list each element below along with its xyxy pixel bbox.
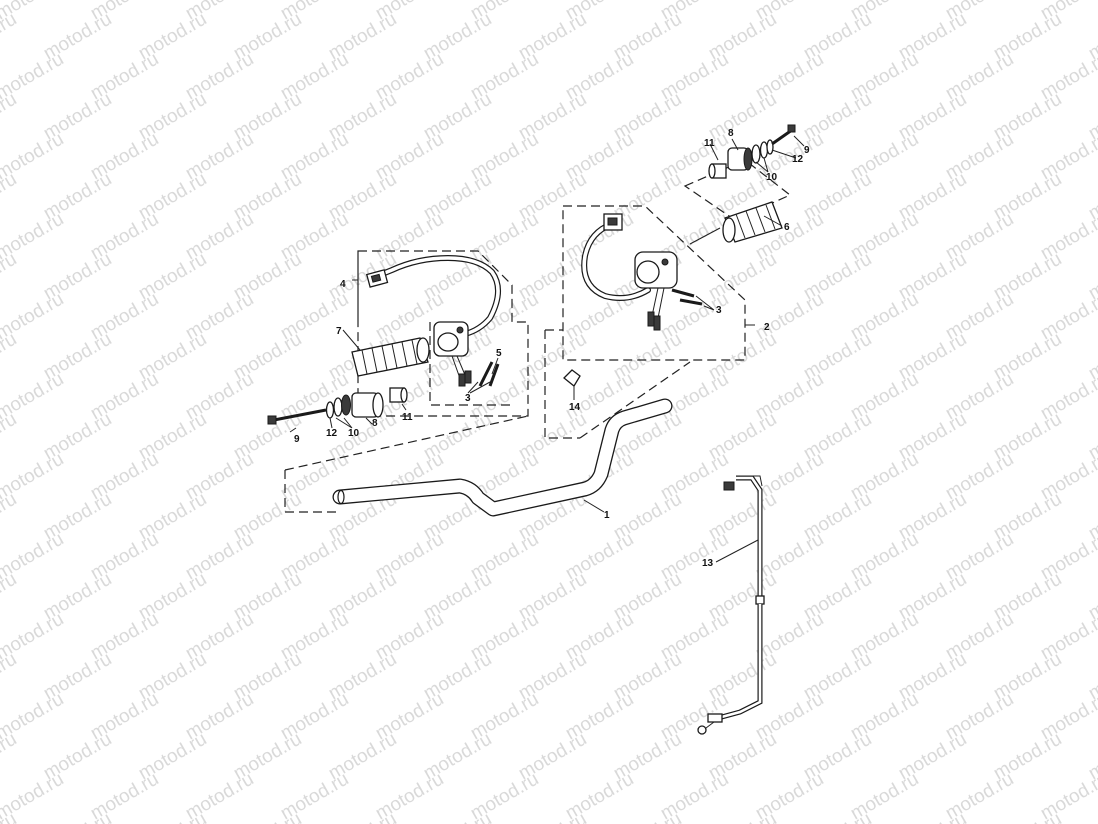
watermark-text: motod.ru [0,169,20,225]
callout-9-right: 9 [804,145,810,156]
watermark-text: motod.ru [0,249,20,305]
callout-12-right: 12 [792,154,804,165]
callout-13: 13 [702,558,714,569]
callout-3-right: 3 [716,305,722,316]
watermark-text: motod.ru [325,809,400,824]
callout-3-left: 3 [465,393,471,404]
watermark-text: motod.ru [990,809,1065,824]
callout-12-left: 12 [326,428,338,439]
callout-labels: 1 2 3 3 4 5 6 7 8 8 9 9 10 10 11 11 12 1… [294,128,810,569]
watermark-text: motod.ru [895,809,970,824]
watermark-text: motod.ru [0,409,20,465]
watermark-text: motod.ru [0,9,20,65]
callout-8-left: 8 [372,418,378,429]
callout-2: 2 [764,322,770,333]
watermark-text: motod.ru [0,729,20,785]
wire-clip [563,369,581,387]
callout-14: 14 [569,402,581,413]
watermark-text: motod.ru [40,809,115,824]
callout-4: 4 [340,279,346,290]
callout-1: 1 [604,510,610,521]
watermark-text: motod.ru [800,809,875,824]
callout-11-right: 11 [704,138,715,149]
callout-5: 5 [496,348,502,359]
left-bar-end-parts [267,387,408,425]
left-switch-assembly [365,254,501,387]
leader-lines [289,135,805,563]
watermark-text: motod.ru [1085,809,1098,824]
callout-10-right: 10 [766,172,778,183]
watermark-text: motod.ru [0,569,20,625]
watermark-text: motod.ru [135,809,210,824]
handlebar-tube [332,398,673,517]
callout-8-right: 8 [728,128,734,139]
callout-7: 7 [336,326,342,337]
watermark-text: motod.ru [515,809,590,824]
watermark-text: motod.ru [420,809,495,824]
watermark-text: motod.ru [610,809,685,824]
right-bar-end-parts [708,124,796,179]
callout-11-left: 11 [402,412,413,423]
watermark-text: motod.ru [0,329,20,385]
callout-6: 6 [784,222,790,233]
watermark-text: motod.ru [230,809,305,824]
callout-9-left: 9 [294,434,300,445]
callout-10-left: 10 [348,428,360,439]
right-switch-assembly [581,213,703,331]
watermark-text: motod.ru [0,89,20,145]
watermark-text: motod.ru [0,649,20,705]
throttle-cable [697,475,765,735]
right-grip [722,201,783,243]
left-grip [351,337,430,377]
watermark-text: motod.ru [0,489,20,545]
watermark-text: motod.ru [705,809,780,824]
